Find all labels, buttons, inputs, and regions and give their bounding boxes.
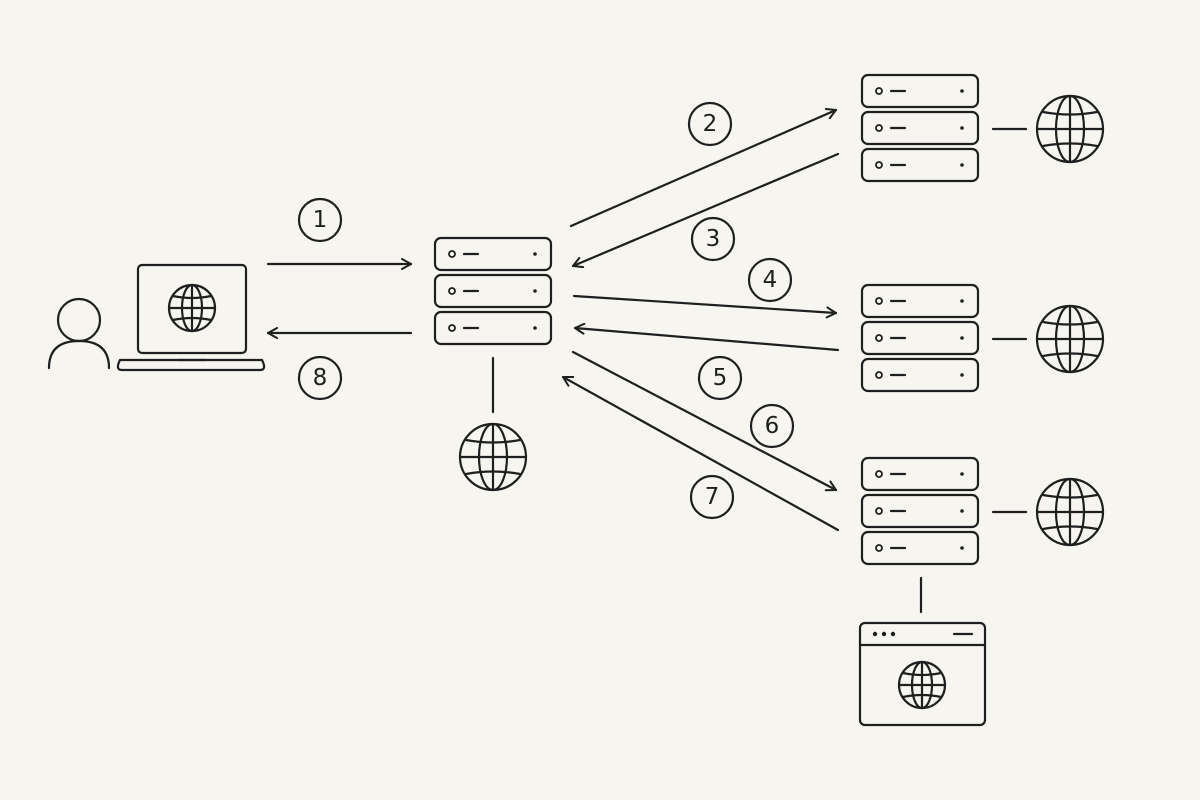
step-1-label: 1 bbox=[313, 207, 328, 233]
globe-middle-icon bbox=[1035, 304, 1105, 374]
browser-window-globe-icon bbox=[858, 621, 987, 727]
step-2-arrow bbox=[569, 108, 838, 228]
step-5-arrow bbox=[573, 322, 840, 352]
step-3-label: 3 bbox=[706, 226, 721, 252]
step-1-badge: 1 bbox=[297, 197, 343, 243]
step-7-label: 7 bbox=[705, 484, 720, 510]
step-8-badge: 8 bbox=[297, 355, 343, 401]
globe-top-icon bbox=[1035, 94, 1105, 164]
central-globe-icon bbox=[458, 422, 528, 492]
step-3-arrow bbox=[571, 152, 840, 269]
step-4-badge: 4 bbox=[747, 257, 793, 303]
step-2-badge: 2 bbox=[687, 101, 733, 147]
server-bottom-icon bbox=[862, 458, 978, 564]
step-5-label: 5 bbox=[713, 365, 728, 391]
step-7-badge: 7 bbox=[689, 474, 735, 520]
step-6-arrow bbox=[571, 350, 838, 492]
step-6-badge: 6 bbox=[749, 403, 795, 449]
globe-bottom-icon bbox=[1035, 477, 1105, 547]
central-server-icon bbox=[435, 238, 551, 344]
server-middle-icon bbox=[862, 285, 978, 391]
step-2-label: 2 bbox=[703, 111, 718, 137]
step-4-arrow bbox=[572, 294, 838, 319]
user-icon bbox=[47, 297, 111, 370]
step-6-label: 6 bbox=[765, 413, 780, 439]
step-8-label: 8 bbox=[313, 365, 328, 391]
step-7-arrow bbox=[561, 375, 840, 532]
laptop-globe-icon bbox=[116, 263, 266, 372]
step-5-badge: 5 bbox=[697, 355, 743, 401]
step-3-badge: 3 bbox=[690, 216, 736, 262]
step-4-label: 4 bbox=[763, 267, 778, 293]
server-top-icon bbox=[862, 75, 978, 181]
